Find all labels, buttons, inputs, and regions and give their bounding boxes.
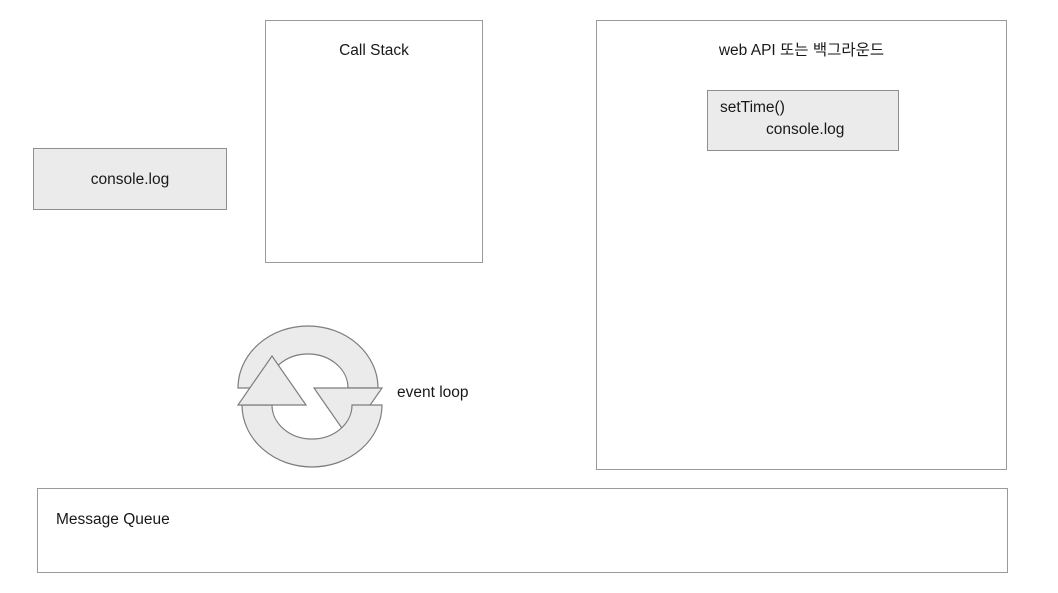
loop-arc-bottom [241,404,383,468]
call-stack-box[interactable]: Call Stack [265,20,483,263]
loop-arc-top [237,325,379,389]
set-time-callback-label: console.log [766,121,845,138]
event-loop-label: event loop [397,384,469,401]
circular-loop-icon-svg [236,325,384,468]
console-log-box-label: console.log [90,171,170,188]
loop-arrowhead-up [236,354,308,406]
call-stack-title: Call Stack [339,42,409,59]
set-time-call-label: setTime() [720,99,785,116]
set-time-task-card[interactable]: setTime() console.log [707,90,899,151]
circular-loop-icon [232,292,388,472]
message-queue-title: Message Queue [56,511,170,528]
message-queue-box[interactable]: Message Queue [37,488,1008,573]
web-api-title: web API 또는 백그라운드 [718,42,885,59]
console-log-box[interactable]: console.log [33,148,227,210]
web-api-box[interactable]: web API 또는 백그라운드 setTime() console.log [596,20,1007,470]
